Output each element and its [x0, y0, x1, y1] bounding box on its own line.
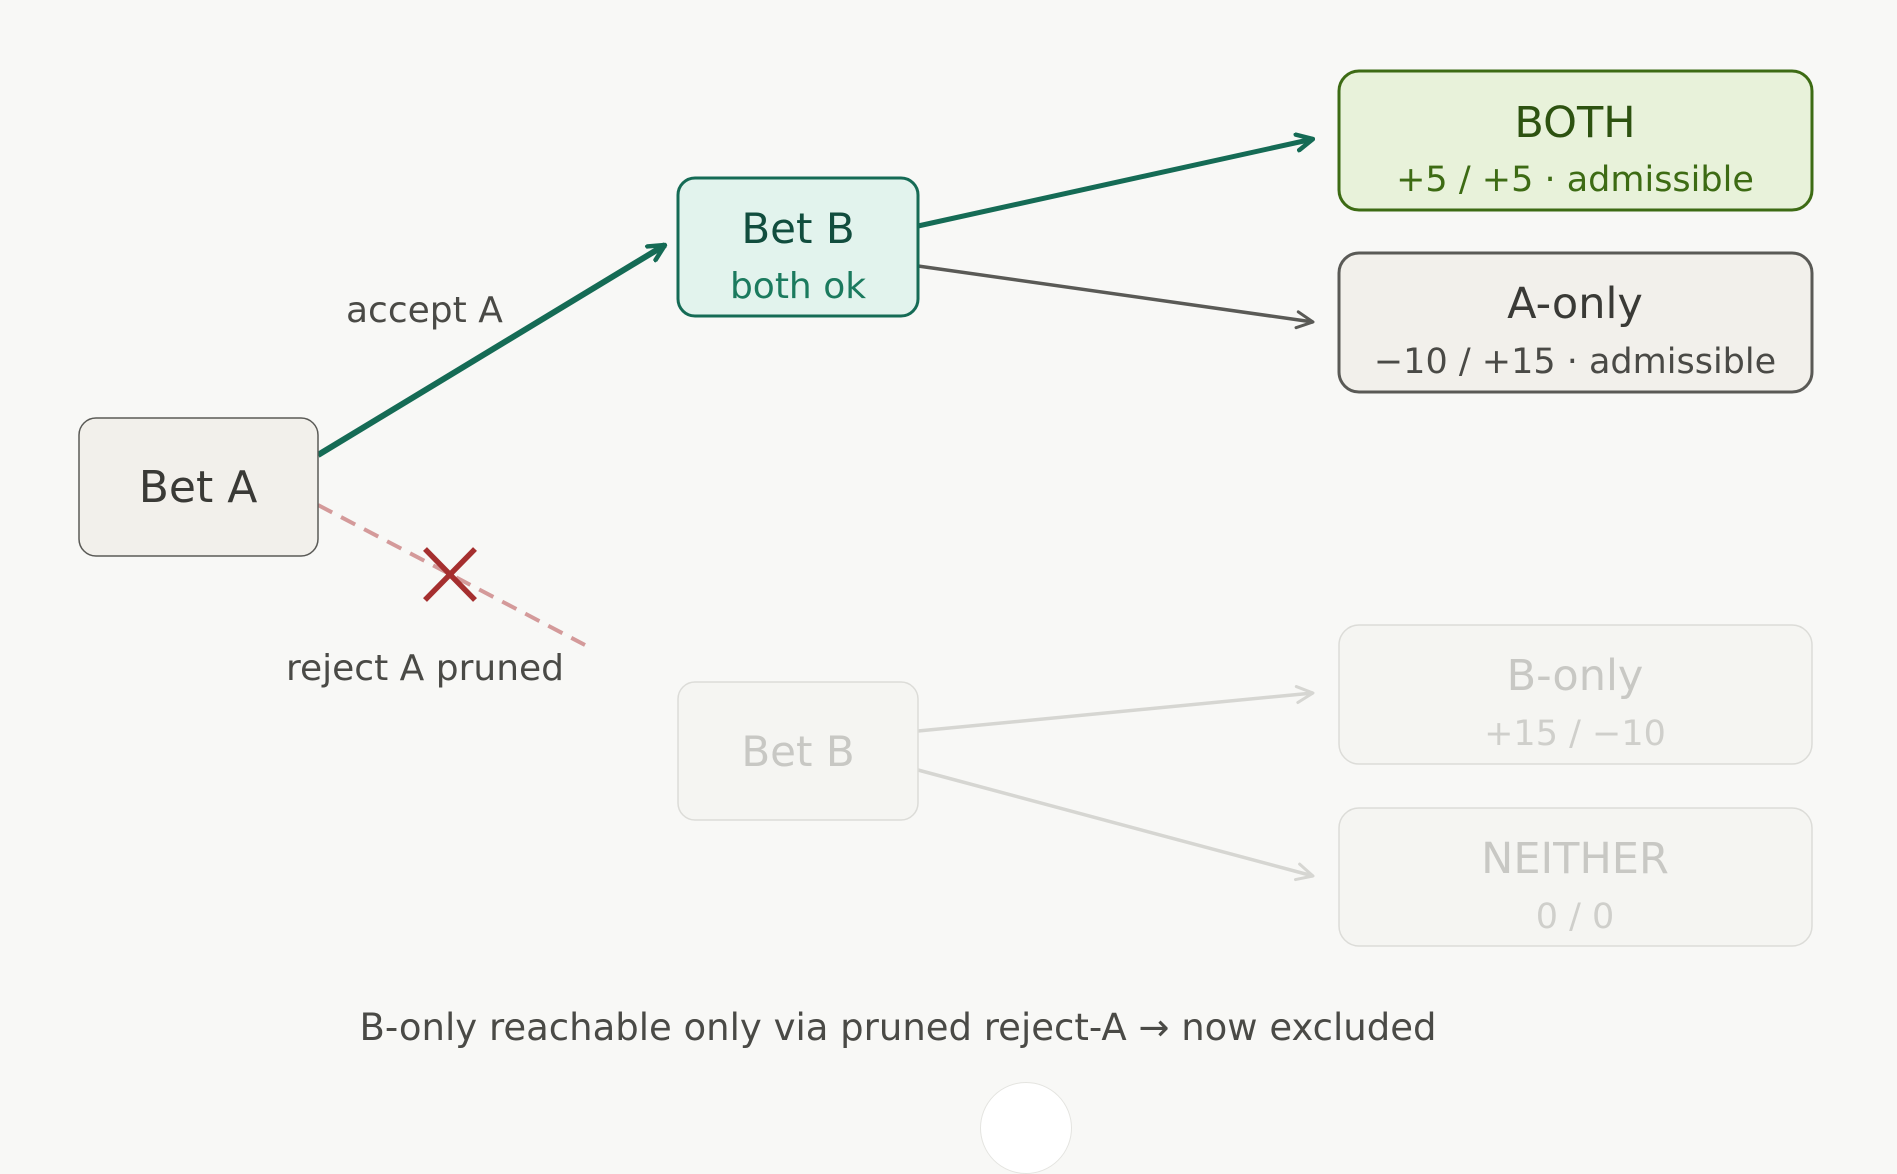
node-neither: NEITHER 0 / 0: [1338, 807, 1813, 947]
diagram-caption: B-only reachable only via pruned reject-…: [360, 1006, 1437, 1049]
node-a-only-subtitle: −10 / +15 · admissible: [1374, 342, 1776, 382]
prune-x-icon: [423, 547, 477, 602]
edge-bet-b-to-a-only: [917, 264, 1315, 330]
node-a-only: A-only −10 / +15 · admissible: [1337, 251, 1814, 394]
node-a-only-title: A-only: [1507, 279, 1643, 329]
node-bet-b-upper-title: Bet B: [741, 204, 854, 253]
node-both-subtitle: +5 / +5 · admissible: [1396, 160, 1754, 200]
node-bet-b-lower-title: Bet B: [741, 727, 854, 776]
edge-bet-b-lower-to-neither: [917, 768, 1315, 882]
node-b-only: B-only +15 / −10: [1338, 624, 1813, 765]
edge-accept-a: [316, 242, 665, 458]
node-b-only-title: B-only: [1507, 651, 1644, 701]
node-b-only-subtitle: +15 / −10: [1484, 714, 1666, 754]
node-neither-title: NEITHER: [1481, 834, 1669, 884]
edge-bet-b-lower-to-b-only: [917, 685, 1315, 733]
accept-a-label: accept A: [346, 290, 503, 331]
node-bet-b-upper-subtitle: both ok: [730, 266, 866, 307]
node-bet-a-title: Bet A: [139, 462, 258, 513]
node-bet-b-upper: Bet B both ok: [676, 176, 920, 318]
edge-bet-b-to-both: [917, 139, 1313, 229]
bottom-handle[interactable]: [980, 1082, 1072, 1174]
reject-a-pruned-label: reject A pruned: [286, 648, 564, 689]
node-neither-subtitle: 0 / 0: [1536, 897, 1615, 937]
node-bet-b-lower: Bet B: [677, 681, 919, 821]
node-bet-a: Bet A: [78, 417, 319, 557]
node-both: BOTH +5 / +5 · admissible: [1337, 69, 1814, 212]
node-both-title: BOTH: [1514, 98, 1635, 148]
decision-tree-diagram: accept A reject A pruned Bet A Bet B bot…: [78, 69, 1814, 1049]
